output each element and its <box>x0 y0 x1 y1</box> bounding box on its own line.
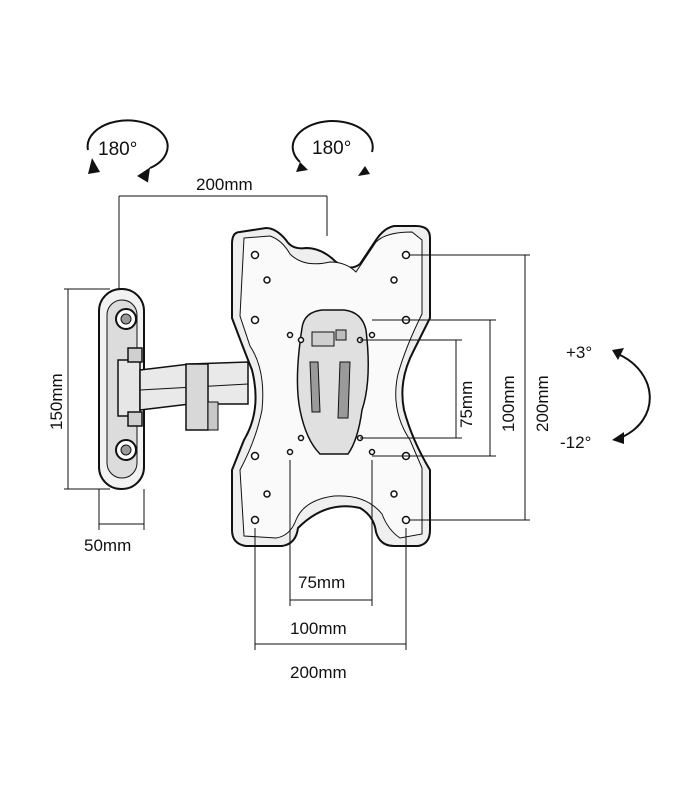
swivel-rotation-center: 180° <box>291 120 374 176</box>
vesa-h-75-label: 75mm <box>298 573 345 592</box>
rotation-label-left: 180° <box>98 139 137 160</box>
swivel-rotation-left: 180° <box>86 119 169 183</box>
arm-length-dimension: 200mm <box>118 175 328 290</box>
vesa-horizontal-dimensions <box>254 460 407 650</box>
wall-plate-width-label: 50mm <box>84 536 131 555</box>
vesa-holes <box>250 250 411 525</box>
wall-plate <box>98 288 145 490</box>
wall-plate-height-label: 150mm <box>47 373 66 430</box>
rotation-label-center: 180° <box>312 138 351 159</box>
tilt-indicator: +3° -12° <box>560 343 651 452</box>
swivel-arm <box>117 347 249 431</box>
wall-plate-width-dimension: 50mm <box>84 489 145 555</box>
vesa-plate <box>231 225 431 547</box>
tilt-down-label: -12° <box>560 433 591 452</box>
tilt-up-label: +3° <box>566 343 592 362</box>
arm-length-label: 200mm <box>196 175 253 194</box>
vesa-v-75-label: 75mm <box>457 381 476 428</box>
vesa-v-100-label: 100mm <box>499 375 518 432</box>
vesa-h-100-label: 100mm <box>290 619 347 638</box>
wall-plate-height-dimension: 150mm <box>47 288 110 490</box>
vesa-v-200-label: 200mm <box>533 375 552 432</box>
vesa-h-200-label: 200mm <box>290 663 347 682</box>
vesa-vertical-dimensions <box>360 254 530 521</box>
